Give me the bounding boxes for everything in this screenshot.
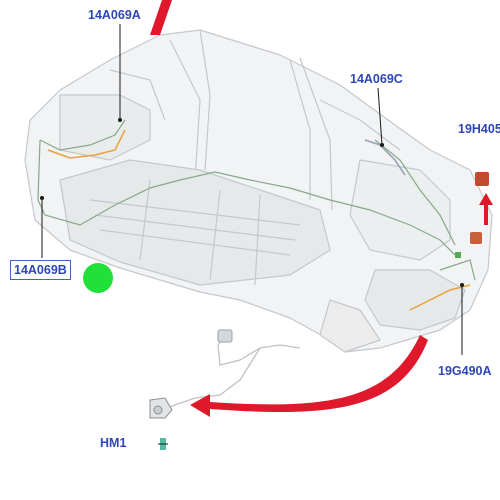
red-arrows (150, 0, 493, 417)
module-red-connector (475, 172, 489, 186)
label-14a069c: 14A069C (350, 72, 403, 86)
label-19g490a: 19G490A (438, 364, 492, 378)
label-14a069b: 14A069B (10, 260, 71, 280)
detached-harness (159, 334, 301, 411)
label-14a069a: 14A069A (88, 8, 141, 22)
sensor-part (149, 397, 173, 419)
label-hm1: HM1 (100, 436, 127, 450)
green-marker (83, 263, 113, 293)
right-up-arrow (479, 193, 493, 225)
top-red-arrow (150, 0, 172, 35)
connector-harness-orange (47, 129, 471, 311)
large-curve-arrow (190, 335, 428, 417)
wiring-harness (37, 119, 476, 281)
detached-harness-connector (217, 329, 233, 343)
vehicle-body (24, 29, 493, 353)
module-lower-connector (470, 232, 482, 244)
leader-lines (41, 24, 463, 445)
label-19h405: 19H405 (458, 122, 500, 136)
leader-dots (40, 118, 464, 287)
connector-green-small (455, 252, 461, 258)
connector-harness-gray (364, 139, 406, 176)
